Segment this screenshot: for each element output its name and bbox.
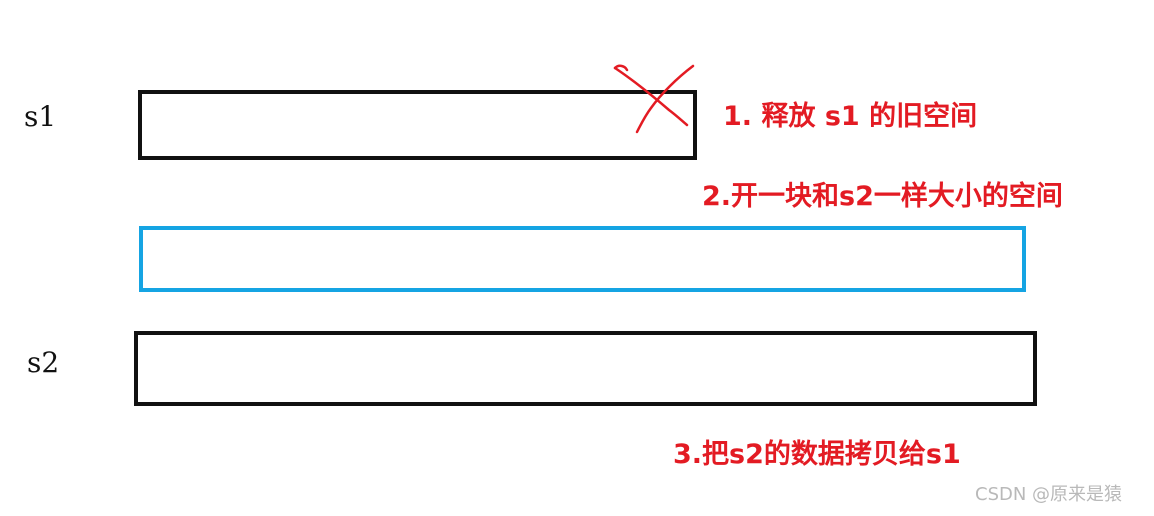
step-2-note: 2.开一块和s2一样大小的空间	[702, 181, 1063, 212]
new-space-box	[139, 226, 1026, 292]
cross-mark-icon	[613, 64, 695, 134]
step-3-note: 3.把s2的数据拷贝给s1	[673, 439, 961, 470]
cross-stroke-1	[613, 66, 689, 127]
watermark: CSDN @原来是猿	[975, 484, 1123, 505]
label-s2: s2	[27, 346, 60, 379]
label-s1: s1	[24, 100, 57, 133]
cross-stroke-2	[635, 64, 695, 134]
step-1-note: 1. 释放 s1 的旧空间	[723, 101, 978, 132]
cross-stroke-1-hook	[613, 64, 629, 72]
s2-space-box	[134, 331, 1037, 406]
s1-old-space-box	[138, 90, 697, 160]
